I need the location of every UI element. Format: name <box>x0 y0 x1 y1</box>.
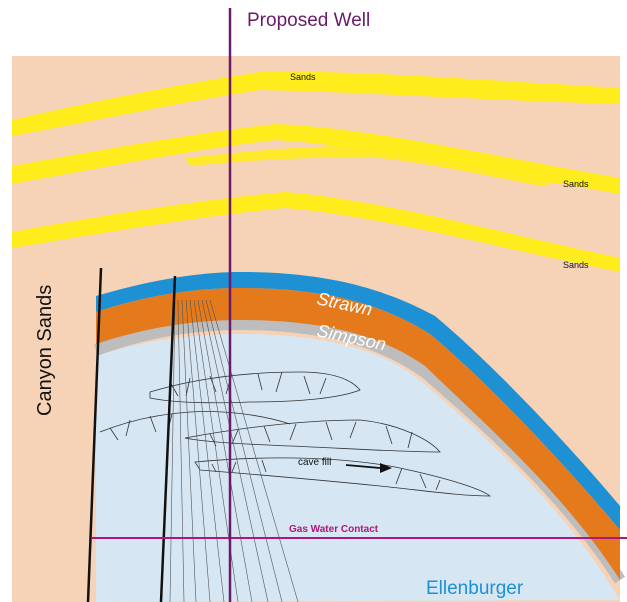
sands-label-2: Sands <box>563 179 589 189</box>
cave-fill-label: cave fill <box>298 457 331 468</box>
sand-bed-3 <box>12 192 620 272</box>
sands-label-1: Sands <box>290 72 316 82</box>
strawn-layer <box>96 272 620 530</box>
canyon-sands-label: Canyon Sands <box>34 285 56 416</box>
ellenburger-margin <box>93 317 626 584</box>
ellenburger-label: Ellenburger <box>426 578 524 599</box>
sands-label-3: Sands <box>563 260 589 270</box>
cave-fill-arrow <box>345 463 392 473</box>
fracture-zone-middle <box>184 419 441 453</box>
sand-beds <box>12 71 620 272</box>
fault-left <box>86 267 103 602</box>
proposed-well-title: Proposed Well <box>247 10 370 31</box>
fault-right <box>159 275 177 602</box>
fracture-zone-lower <box>99 411 291 433</box>
sand-bed-1 <box>12 71 620 136</box>
ellenburger-body <box>96 334 620 602</box>
sand-bed-2-lobe <box>185 145 560 186</box>
gas-water-contact-label: Gas Water Contact <box>289 524 379 535</box>
sand-bed-1-lobe <box>330 82 620 101</box>
simpson-layer <box>96 288 620 580</box>
cave-fill-lens <box>194 457 492 497</box>
sand-bed-2 <box>12 124 620 194</box>
